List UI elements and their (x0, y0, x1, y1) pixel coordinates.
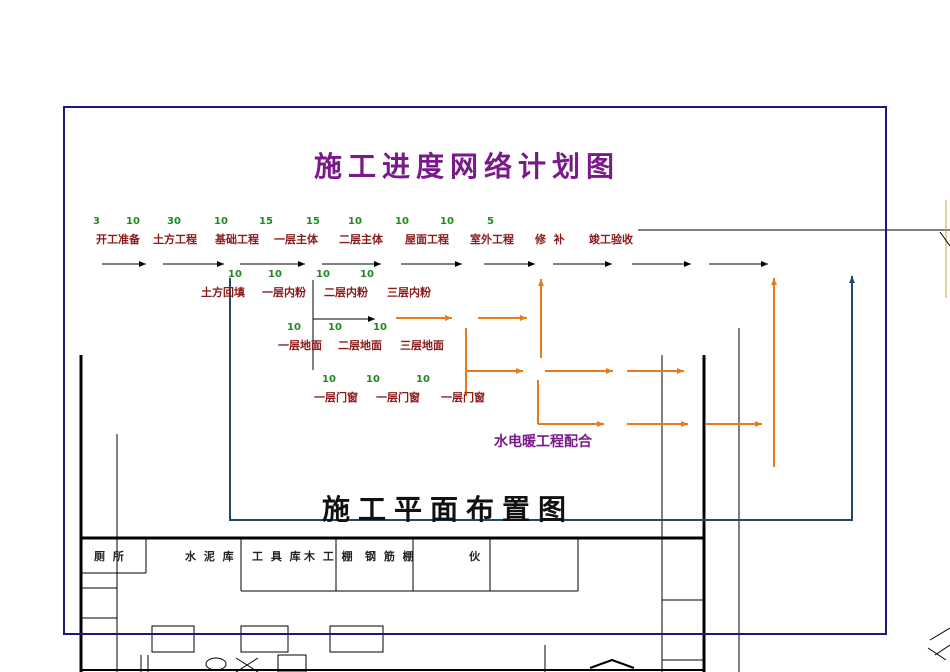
room-label-carpentry: 木 工 棚 (304, 550, 355, 563)
main-chain-arrows (102, 261, 768, 370)
right-edge-marks (638, 200, 950, 661)
duration-label: 10 (328, 322, 342, 333)
duration-label: 15 (259, 216, 273, 227)
duration-label: 10 (366, 374, 380, 385)
duration-label: 10 (360, 269, 374, 280)
task-label: 土方回填 (201, 286, 245, 299)
loop-line (229, 276, 855, 521)
duration-label: 10 (348, 216, 362, 227)
duration-label: 30 (167, 216, 181, 227)
duration-label: 10 (316, 269, 330, 280)
duration-label: 10 (126, 216, 140, 227)
coordination-label: 水电暖工程配合 (494, 434, 592, 450)
room-label-canteen: 伙 (469, 550, 482, 563)
task-label: 修 补 (535, 233, 565, 246)
task-label: 一层地面 (278, 339, 322, 352)
network-title: 施工进度网络计划图 (314, 150, 621, 183)
site-plan (79, 328, 740, 672)
duration-label: 10 (228, 269, 242, 280)
task-label: 二层地面 (338, 339, 382, 352)
task-label: 屋面工程 (405, 233, 449, 246)
duration-label: 5 (487, 216, 494, 227)
duration-label: 3 (93, 216, 100, 227)
diagram-frame (63, 106, 887, 635)
task-label: 二层内粉 (324, 286, 368, 299)
room-label-tools: 工 具 库 (252, 550, 303, 563)
duration-label: 10 (322, 374, 336, 385)
room-label-rebar: 钢 筋 棚 (365, 550, 416, 563)
task-label: 竣工验收 (589, 233, 633, 246)
orange-arrows (396, 278, 777, 467)
duration-label: 10 (440, 216, 454, 227)
room-label-toilet: 厕 所 (94, 550, 126, 563)
duration-label: 10 (416, 374, 430, 385)
task-label: 开工准备 (96, 233, 140, 246)
duration-label: 10 (395, 216, 409, 227)
room-label-cement: 水 泥 库 (185, 550, 236, 563)
duration-label: 10 (373, 322, 387, 333)
task-label: 一层门窗 (441, 391, 485, 404)
task-label: 一层内粉 (262, 286, 306, 299)
duration-label: 10 (268, 269, 282, 280)
task-label: 土方工程 (153, 233, 197, 246)
duration-label: 10 (214, 216, 228, 227)
task-label: 室外工程 (470, 233, 514, 246)
task-label: 一层主体 (274, 233, 318, 246)
layout-title: 施工平面布置图 (322, 493, 575, 526)
task-label: 三层地面 (400, 339, 444, 352)
task-label: 一层门窗 (376, 391, 420, 404)
task-label: 二层主体 (339, 233, 383, 246)
task-label: 一层门窗 (314, 391, 358, 404)
duration-label: 10 (287, 322, 301, 333)
task-label: 三层内粉 (387, 286, 431, 299)
task-label: 基础工程 (215, 233, 259, 246)
duration-label: 15 (306, 216, 320, 227)
